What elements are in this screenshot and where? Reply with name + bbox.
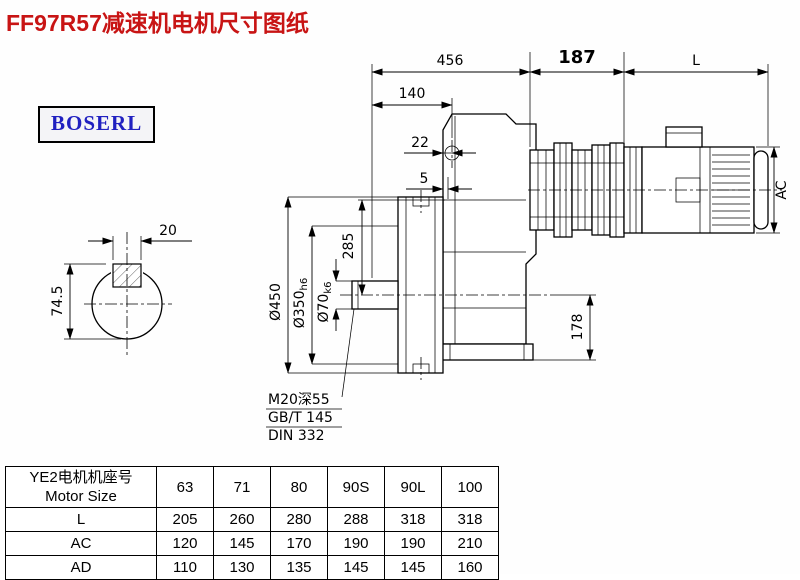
brand-text: BOSERL [51,111,143,135]
motor-size-table: YE2电机机座号 Motor Size 63 71 80 90S 90L 100… [5,466,499,580]
size-col-90S: 90S [327,466,385,508]
dim-74-5-label: 74.5 [50,285,66,316]
dim-187-label: 187 [558,47,596,68]
input-adapter [529,142,625,238]
dimension-labels: 456 187 L 140 22 5 20 74.5 Ø450 Ø350h6 Ø… [50,47,790,444]
table-cell: 260 [213,507,271,532]
dim-dia70-label: Ø70k6 [316,282,334,323]
dim-5-label: 5 [420,171,429,187]
table-cell: 145 [213,531,271,556]
size-col-100: 100 [441,466,499,508]
note-din: DIN 332 [268,428,325,444]
table-cell: 190 [384,531,442,556]
table-cell: 288 [327,507,385,532]
dimensions [64,52,780,428]
shaft-section-detail [84,232,172,356]
terminal-box [665,126,703,148]
size-col-80: 80 [270,466,328,508]
table-cell: 190 [327,531,385,556]
dim-AC-label: AC [774,180,790,199]
motor [623,126,769,234]
table-cell: 318 [441,507,499,532]
row-label-AC: AC [5,531,157,556]
table-cell: 318 [384,507,442,532]
header-motor-size-cn: YE2电机机座号 [29,469,133,486]
table-cell: 210 [441,531,499,556]
size-col-71: 71 [213,466,271,508]
dim-20-label: 20 [159,223,177,239]
dim-140-label: 140 [399,86,426,102]
dim-dia350-label: Ø350h6 [292,278,310,328]
row-label-L: L [5,507,157,532]
size-col-63: 63 [156,466,214,508]
table-cell: 120 [156,531,214,556]
table-cell: 110 [156,555,214,580]
note-tap: M20深55 [268,392,330,408]
dim-22-label: 22 [411,135,429,151]
note-gb: GB/T 145 [268,410,333,426]
table-cell: 145 [327,555,385,580]
header-motor-size-en: Motor Size [45,488,117,505]
header-motor-size: YE2电机机座号 Motor Size [5,466,157,508]
table-cell: 170 [270,531,328,556]
gearbox-base [440,343,534,361]
table-cell: 135 [270,555,328,580]
table-row-AD: AD 110 130 135 145 145 160 [5,555,499,580]
table-row-L: L 205 260 280 288 318 318 [5,507,499,532]
table-cell: 160 [441,555,499,580]
size-col-90L: 90L [384,466,442,508]
dim-456-label: 456 [437,53,464,69]
table-header-row: YE2电机机座号 Motor Size 63 71 80 90S 90L 100 [5,466,499,508]
dim-178-label: 178 [570,314,586,341]
table-row-AC: AC 120 145 170 190 190 210 [5,531,499,556]
main-view [340,113,782,380]
dim-L-label: L [692,53,700,69]
technical-drawing: 456 187 L 140 22 5 20 74.5 Ø450 Ø350h6 Ø… [50,47,790,444]
output-flange [397,196,444,374]
dim-dia450-label: Ø450 [268,283,284,321]
table-cell: 130 [213,555,271,580]
page-title: FF97R57减速机电机尺寸图纸 [6,10,309,36]
row-label-AD: AD [5,555,157,580]
table-cell: 280 [270,507,328,532]
table-cell: 205 [156,507,214,532]
brand-logo: BOSERL [38,106,156,143]
dim-285-label: 285 [341,233,357,260]
table-cell: 145 [384,555,442,580]
